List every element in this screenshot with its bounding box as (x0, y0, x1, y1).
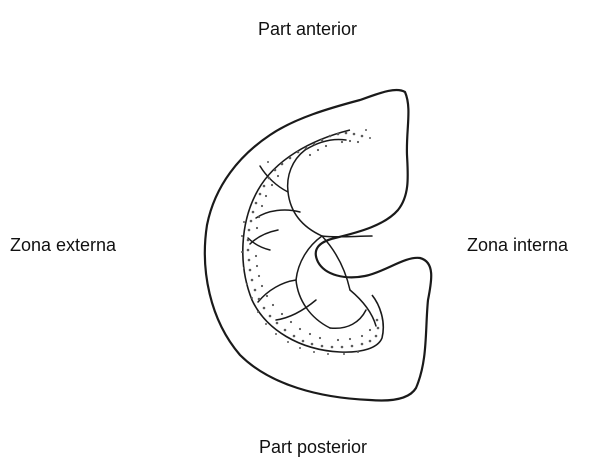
vessel-tree (248, 139, 376, 328)
organ-outer-outline (205, 90, 431, 400)
organ-inner-outline (243, 130, 383, 352)
cortex-stipple (241, 129, 379, 355)
